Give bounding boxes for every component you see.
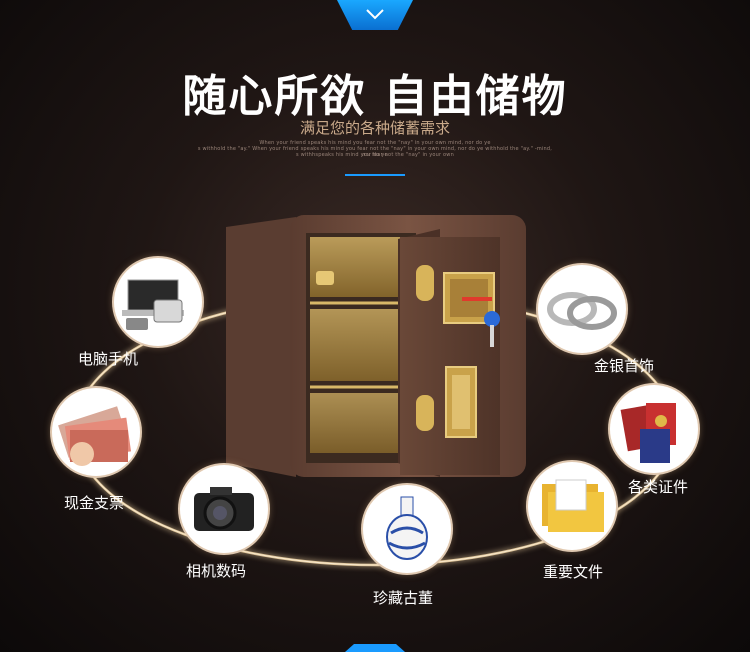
item-circle-cash [52,388,140,476]
bottom-tab [345,644,405,652]
item-label-laptop-phone: 电脑手机 [78,350,139,368]
item-label-camera: 相机数码 [186,562,247,580]
item-label-ring: 金银首饰 [594,357,655,375]
camera-icon [194,487,254,531]
fine-text-line-2: s withhold the "ay." When your friend sp… [197,146,553,158]
title-underline [345,174,405,176]
item-circle-vase [363,485,451,573]
item-label-vase: 珍藏古董 [373,589,434,607]
item-circle-ring [538,265,626,353]
chevron-down-icon [366,9,384,20]
passport-icon [620,403,676,463]
folder-icon [542,479,604,532]
item-circle-folder [528,462,616,550]
page-title: 随心所欲 自由储物 [182,71,568,122]
vase-icon [386,496,428,560]
item-label-passport: 各类证件 [628,478,689,496]
fine-text-line-3: s withhspeaks his mind you fear not the … [296,152,454,158]
ring-icon [547,292,617,330]
laptop-phone-icon [122,279,184,330]
item-circle-camera [180,465,268,553]
item-label-folder: 重要文件 [543,563,604,581]
fine-text-line-1: When your friend speaks his mind you fea… [259,140,491,146]
safe-illustration [226,215,526,477]
page-subtitle: 满足您的各种储蓄需求 [299,119,450,137]
cash-icon [58,406,132,466]
item-circle-passport [610,385,698,473]
item-label-cash: 现金支票 [64,494,125,512]
item-circle-laptop-phone [114,258,202,346]
